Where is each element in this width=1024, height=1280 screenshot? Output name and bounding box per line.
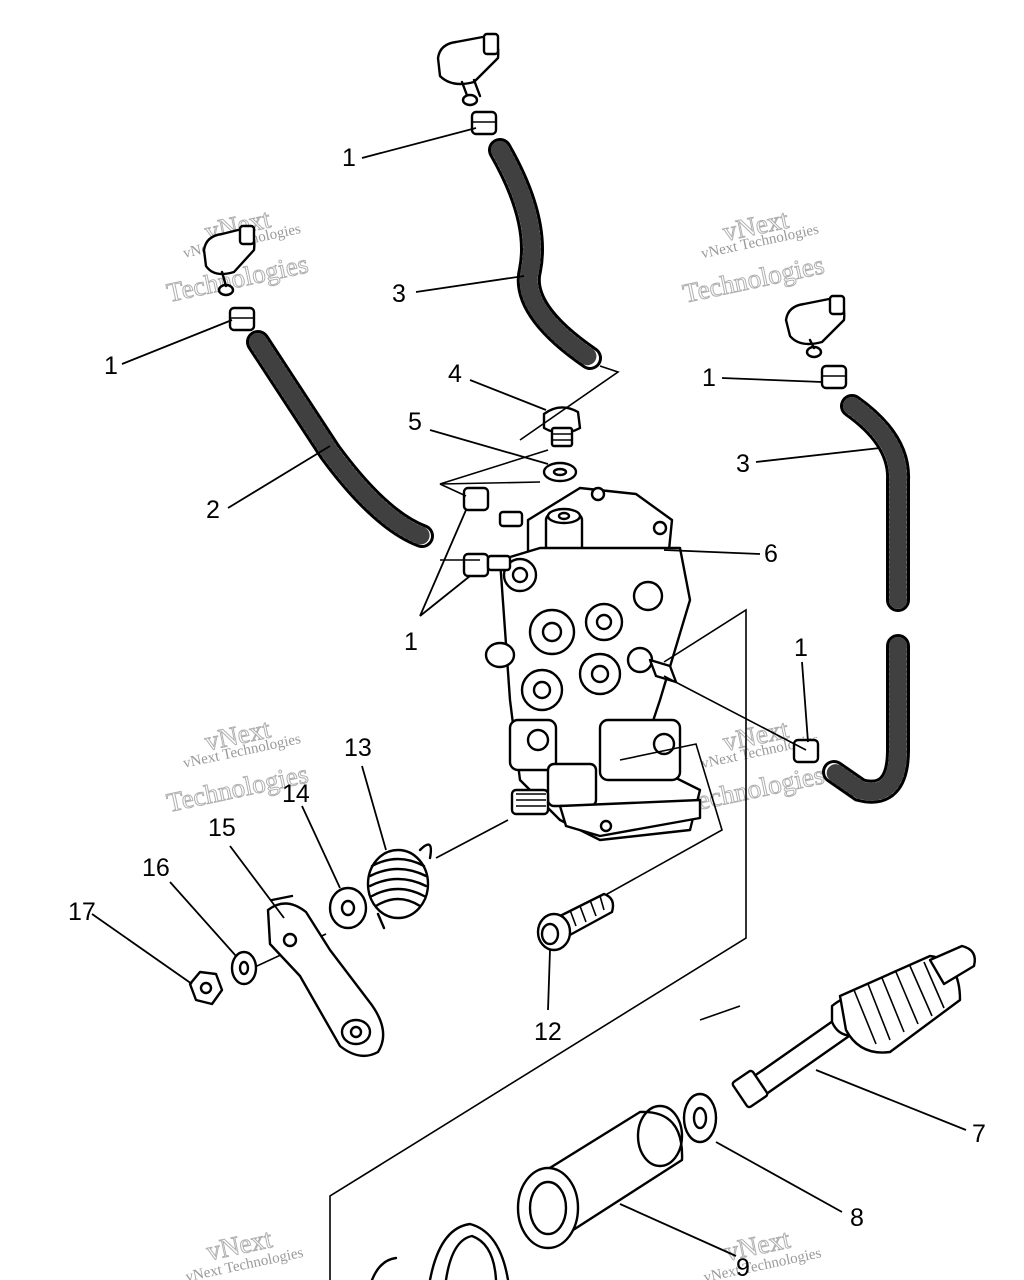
watermark-bottom-right: vNext vNext Technologies xyxy=(702,1223,823,1280)
injector-nozzle-left xyxy=(202,224,256,297)
injector-nozzle-right xyxy=(784,294,846,359)
callout-14: 14 xyxy=(282,780,310,808)
callout-labels: 1 1 1 1 1 2 3 3 4 5 6 7 8 9 12 13 14 15 … xyxy=(68,144,986,1280)
hose-clamp-pump-lower xyxy=(462,552,490,578)
callout-7: 7 xyxy=(972,1120,986,1148)
spring-washer xyxy=(328,886,368,930)
callout-3-top: 3 xyxy=(392,280,406,308)
hose-clamp-left xyxy=(228,306,256,332)
callout-6: 6 xyxy=(764,540,778,568)
callout-9: 9 xyxy=(736,1254,750,1280)
injector-nozzle-top xyxy=(436,32,500,107)
shaft-washer xyxy=(682,1092,718,1144)
watermark-bottom-left: vNext vNext Technologies xyxy=(184,1223,305,1280)
control-lever xyxy=(266,894,385,1058)
callout-17: 17 xyxy=(68,898,96,926)
bushing-sleeve xyxy=(516,1104,684,1250)
oil-pump xyxy=(484,486,702,842)
lock-nut xyxy=(188,970,224,1006)
callout-2: 2 xyxy=(206,496,220,524)
oil-hose-top xyxy=(488,138,602,370)
mounting-bolt xyxy=(536,892,615,952)
callout-8: 8 xyxy=(850,1204,864,1232)
callout-15: 15 xyxy=(208,814,236,842)
callout-5: 5 xyxy=(408,408,422,436)
watermark-top-right: vNext vNext Technologies Technologies xyxy=(680,203,828,309)
hose-clamp-pump-upper xyxy=(462,486,490,512)
callout-12: 12 xyxy=(534,1018,562,1046)
callout-1-top: 1 xyxy=(342,144,356,172)
assembly-guide-lines xyxy=(243,365,807,1280)
sealing-washer xyxy=(542,461,578,483)
callout-1-pump: 1 xyxy=(404,628,418,656)
bottom-spring xyxy=(370,1222,510,1280)
drive-gear-shaft xyxy=(731,944,976,1109)
callout-3-right: 3 xyxy=(736,450,750,478)
callout-1-left: 1 xyxy=(104,352,118,380)
bleed-screw xyxy=(542,406,582,448)
oil-hose-right-upper xyxy=(840,394,911,612)
hose-clamp-top xyxy=(470,110,498,136)
return-spring xyxy=(366,843,433,930)
callout-1-right: 1 xyxy=(702,364,716,392)
callout-13: 13 xyxy=(344,734,372,762)
callout-4: 4 xyxy=(448,360,462,388)
hose-clamp-pump-right xyxy=(792,738,820,764)
callout-16: 16 xyxy=(142,854,170,882)
leader-lines xyxy=(91,127,967,1257)
hose-clamp-right xyxy=(820,364,848,390)
lever-washer xyxy=(230,950,258,986)
callout-1-lower-right: 1 xyxy=(794,634,808,662)
oil-hose-left xyxy=(246,330,434,548)
oil-hose-right-lower xyxy=(822,634,910,804)
